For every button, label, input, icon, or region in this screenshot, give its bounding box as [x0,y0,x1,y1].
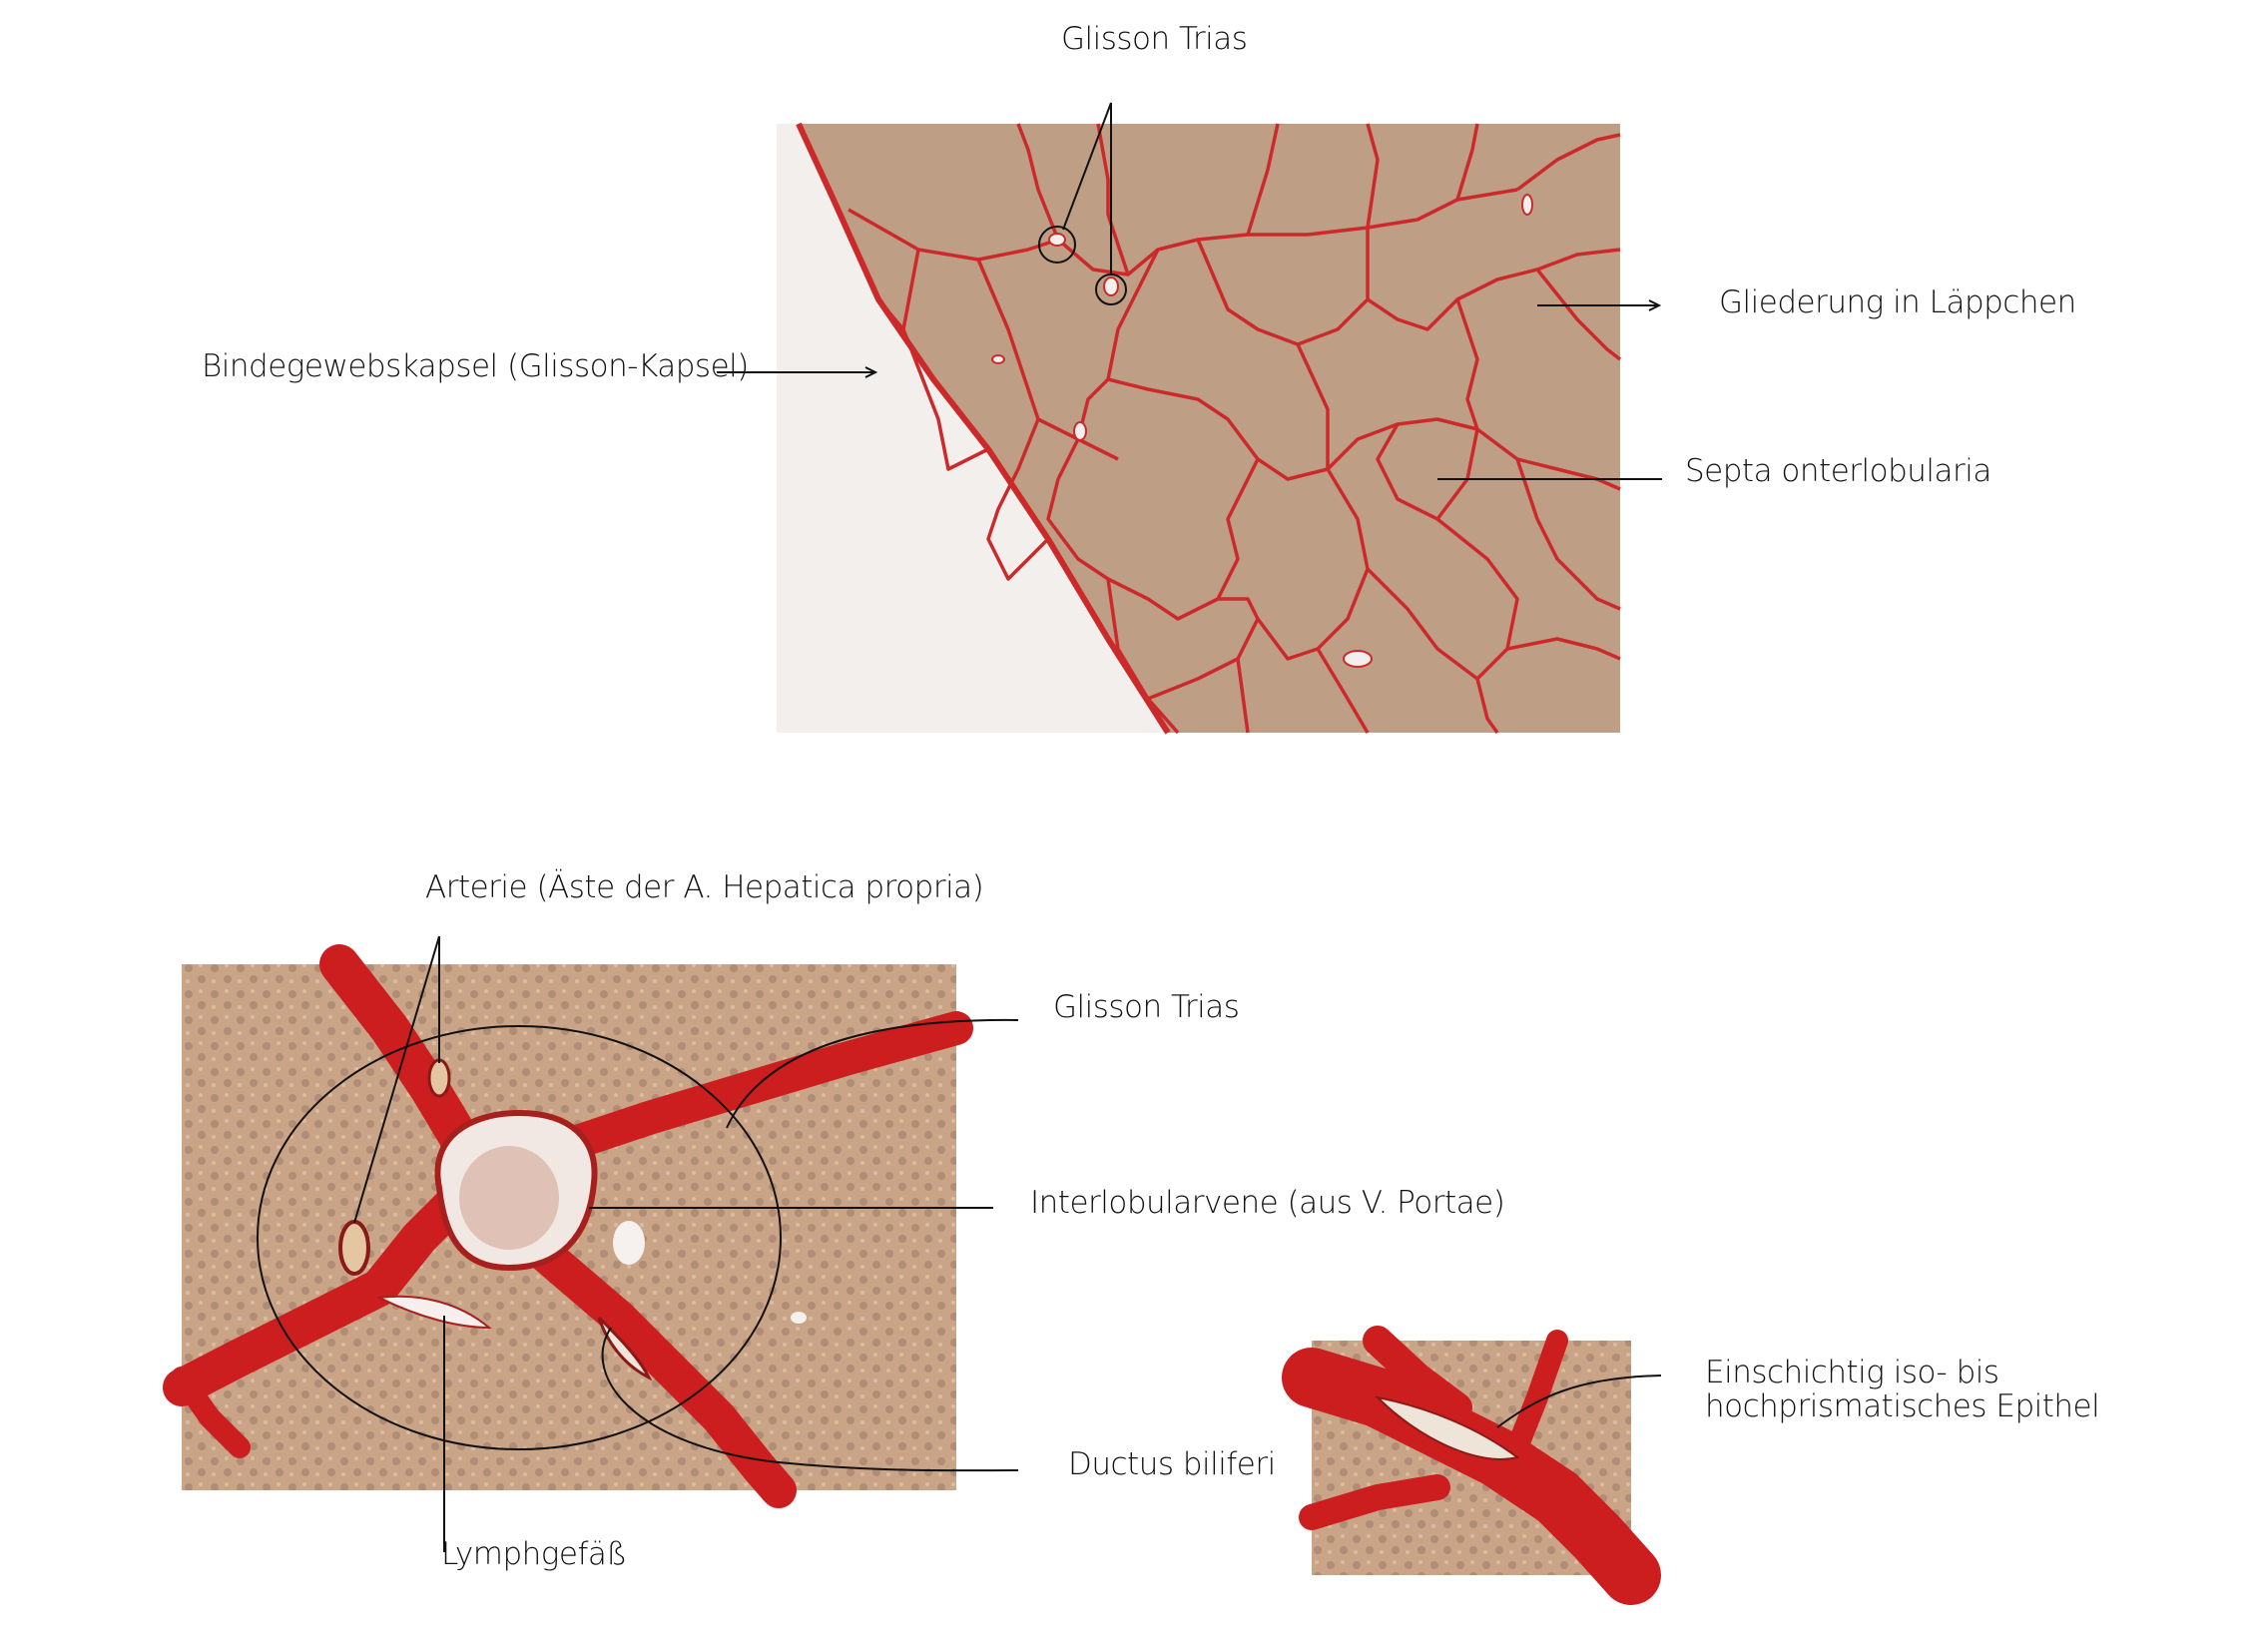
bile-duct [597,1316,653,1381]
label-epithel: Einschichtig iso- bis hochprismatisches … [1705,1356,2124,1423]
inset-annotation-line [1496,1375,1662,1428]
label-gliederung-in-laeppchen: Gliederung in Läppchen [1719,284,2076,320]
glisson-capsule-edge [796,122,1171,735]
label-bindegewebskapsel: Bindegewebskapsel (Glisson-Kapsel) [202,348,749,384]
artery [338,1220,370,1276]
top-liver-micrograph [777,122,1622,735]
label-epithel-line1: Einschichtig iso- bis [1705,1355,1999,1390]
bile-duct-lumen [1374,1395,1520,1460]
lymph-vessel [375,1295,492,1330]
label-septa-interlobularia: Septa onterlobularia [1685,453,1991,489]
label-glisson-trias-bottom: Glisson Trias [1053,989,1240,1025]
label-arterie: Arterie (Äste der A. Hepatica propria) [425,869,984,905]
label-interlobularvene: Interlobularvene (aus V. Portae) [1030,1185,1505,1221]
bottom-annotation-lines [257,935,1019,1552]
top-annotation-lines [717,102,1662,480]
label-ductus-biliferi: Ductus biliferi [1068,1446,1276,1482]
septa-network [848,123,1622,735]
label-glisson-trias-top: Glisson Trias [1061,21,1248,57]
bottom-portal-triad-micrograph [163,944,973,1508]
label-lymphgefaess: Lymphgefäß [441,1536,627,1572]
glisson-trias-marker-1 [1038,226,1076,264]
label-epithel-line2: hochprismatisches Epithel [1705,1388,2100,1425]
inset-epithelium-micrograph [1282,1326,1661,1605]
